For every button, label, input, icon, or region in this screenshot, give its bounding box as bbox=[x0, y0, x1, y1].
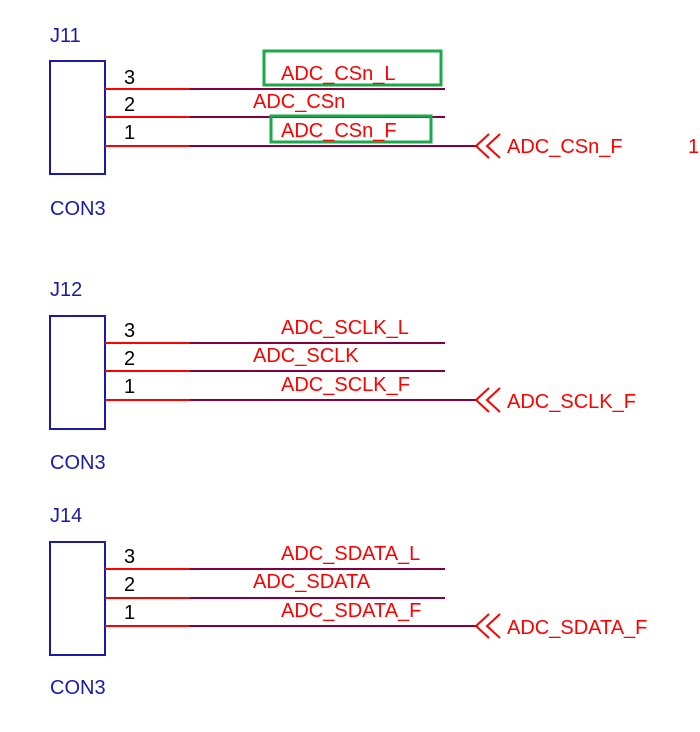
port-label-adc-sclk-f[interactable]: ADC_SCLK_F bbox=[507, 391, 636, 413]
pin-number-j11-2: 2 bbox=[124, 94, 135, 116]
part-name-j12: CON3 bbox=[50, 452, 106, 474]
connector-j11[interactable]: J11 CON3 3 ADC_CSn_L 2 ADC_CSn 1 ADC_CSn… bbox=[49, 25, 699, 220]
pin-number-j12-3: 3 bbox=[124, 320, 135, 342]
net-label-adc-sclk-f[interactable]: ADC_SCLK_F bbox=[281, 374, 410, 396]
part-name-j14: CON3 bbox=[50, 677, 106, 699]
net-label-adc-sdata-f[interactable]: ADC_SDATA_F bbox=[281, 600, 421, 622]
designator-j12: J12 bbox=[50, 279, 82, 301]
part-name-j11: CON3 bbox=[50, 198, 106, 220]
port-label-adc-sdata-f[interactable]: ADC_SDATA_F bbox=[507, 617, 647, 639]
net-label-adc-sdata-l[interactable]: ADC_SDATA_L bbox=[281, 543, 420, 565]
connector-body-j11[interactable] bbox=[49, 60, 106, 175]
pin-number-j14-1: 1 bbox=[124, 602, 135, 624]
designator-j14: J14 bbox=[50, 505, 82, 527]
port-arrow-icon bbox=[474, 387, 501, 413]
pin-number-j11-1: 1 bbox=[124, 122, 135, 144]
pin-number-j12-1: 1 bbox=[124, 376, 135, 398]
pin-number-j12-2: 2 bbox=[124, 348, 135, 370]
net-label-adc-csn-f[interactable]: ADC_CSn_F bbox=[281, 120, 397, 142]
port-label-adc-csn-f[interactable]: ADC_CSn_F bbox=[507, 136, 623, 158]
pin-number-j14-3: 3 bbox=[124, 546, 135, 568]
pin-number-j14-2: 2 bbox=[124, 574, 135, 596]
highlight-box-adc-csn-l bbox=[262, 49, 443, 87]
connector-j14[interactable]: J14 CON3 3 ADC_SDATA_L 2 ADC_SDATA 1 ADC… bbox=[49, 505, 647, 699]
highlight-box-adc-csn-f bbox=[269, 114, 433, 144]
port-arrow-icon bbox=[474, 133, 501, 159]
net-label-adc-csn[interactable]: ADC_CSn bbox=[253, 91, 345, 113]
net-label-adc-sclk[interactable]: ADC_SCLK bbox=[253, 345, 359, 367]
pin-number-j11-3: 3 bbox=[124, 67, 135, 89]
net-label-adc-sdata[interactable]: ADC_SDATA bbox=[253, 571, 371, 593]
connector-j12[interactable]: J12 CON3 3 ADC_SCLK_L 2 ADC_SCLK 1 ADC_S… bbox=[49, 279, 636, 474]
connector-body-j14[interactable] bbox=[49, 541, 106, 656]
connector-body-j12[interactable] bbox=[49, 315, 106, 430]
net-label-adc-sclk-l[interactable]: ADC_SCLK_L bbox=[281, 317, 409, 339]
port-arrow-icon bbox=[474, 613, 501, 639]
designator-j11: J11 bbox=[50, 25, 81, 47]
port-suffix-j11: 1 bbox=[688, 136, 699, 158]
net-label-adc-csn-l[interactable]: ADC_CSn_L bbox=[281, 63, 396, 85]
